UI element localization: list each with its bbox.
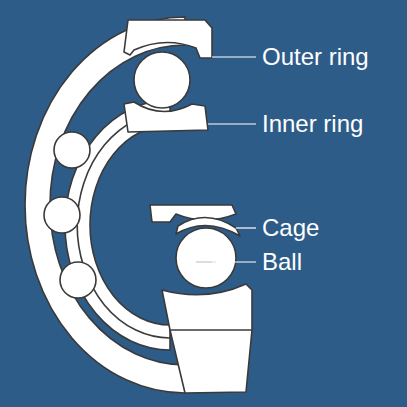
outer-ring-section (162, 284, 252, 393)
leader-line (212, 261, 256, 262)
part-label: Outer ring (262, 43, 369, 71)
ball-section (176, 228, 236, 288)
bore-edge (77, 112, 170, 338)
ball-section (134, 52, 190, 108)
hidden-ball (44, 197, 80, 233)
part-label: Cage (262, 214, 319, 242)
outer-ring-edge (170, 329, 252, 331)
leader-line (236, 227, 256, 228)
hidden-ball (54, 132, 90, 168)
hidden-ball (60, 262, 96, 298)
part-label: Inner ring (262, 110, 363, 138)
leader-line (208, 123, 256, 124)
part-label: Ball (262, 248, 302, 276)
inner-ring-section (124, 102, 208, 132)
leader-line (212, 56, 256, 57)
